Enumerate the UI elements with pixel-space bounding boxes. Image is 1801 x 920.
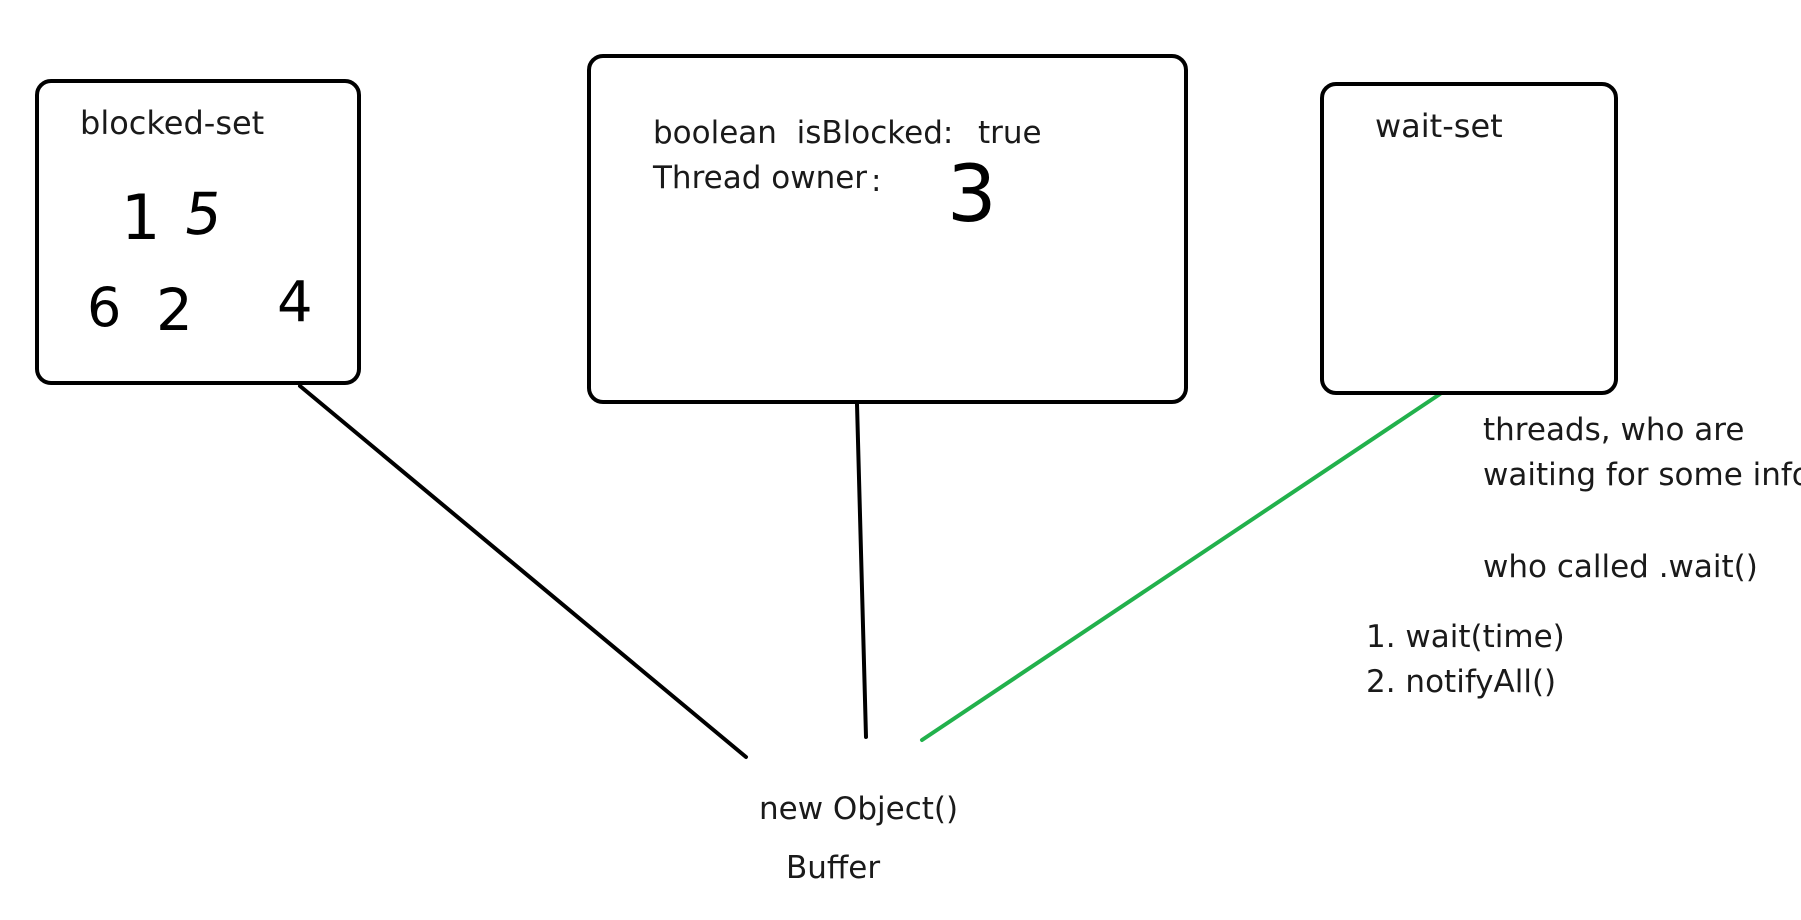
wait-set-box: wait-set (1320, 82, 1618, 395)
blocked-set-connector (298, 384, 748, 759)
is-blocked-value: true (978, 115, 1042, 151)
wait-set-note-line-1: threads, who are (1483, 412, 1745, 448)
wait-set-connector (920, 392, 1442, 742)
monitor-box: boolean isBlocked: true Thread owner : 3 (587, 54, 1188, 404)
blocked-set-title: blocked-set (80, 104, 265, 142)
blocked-thread-2: 2 (156, 276, 193, 344)
blocked-set-box: blocked-set 1 5 6 2 4 (35, 79, 361, 385)
wait-set-title: wait-set (1375, 107, 1503, 145)
thread-owner-label: Thread owner (653, 160, 868, 196)
object-name: new Object() (759, 791, 959, 827)
blocked-thread-5: 5 (180, 180, 227, 248)
blocked-thread-4: 4 (277, 270, 313, 335)
wait-method-item-2: 2. notifyAll() (1366, 664, 1557, 700)
thread-owner-value: 3 (947, 150, 997, 240)
wait-set-note-line-2: waiting for some info (1483, 457, 1801, 493)
thread-owner-colon: : (871, 163, 882, 199)
wait-set-note-line-3: who called .wait() (1483, 549, 1758, 585)
monitor-connector (855, 402, 868, 739)
wait-method-item-1: 1. wait(time) (1366, 619, 1565, 655)
blocked-thread-1: 1 (121, 181, 161, 254)
object-alias: Buffer (786, 850, 881, 886)
blocked-thread-6: 6 (87, 276, 122, 339)
is-blocked-label: boolean isBlocked: (653, 115, 954, 151)
